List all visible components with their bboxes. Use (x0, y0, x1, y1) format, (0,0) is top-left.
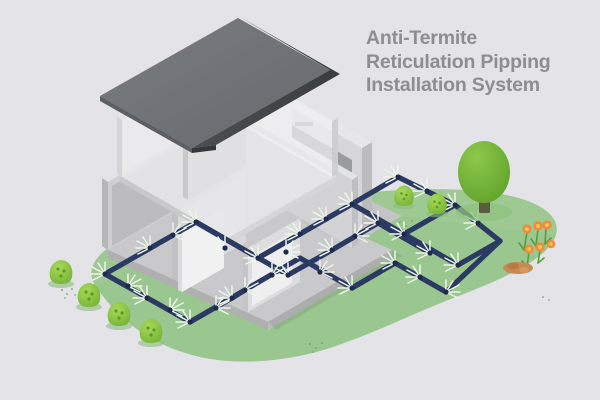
flower (524, 244, 534, 254)
bush (138, 319, 164, 347)
roof (100, 17, 340, 153)
sprinkler-emitters (90, 164, 481, 329)
flower (546, 239, 556, 249)
ground-speckles (60, 220, 550, 353)
bush-group-left (48, 260, 164, 347)
title-line-1: Anti-Termite (366, 27, 477, 49)
bush (48, 260, 74, 288)
roof-left-slope (100, 18, 330, 148)
roof-right-slope (192, 17, 340, 148)
title-line-3: Installation System (366, 74, 540, 96)
tree-canopy (458, 141, 510, 203)
bush (393, 185, 415, 210)
bush (106, 302, 132, 330)
bush (76, 283, 102, 311)
bush (426, 193, 448, 218)
bush-group-right (393, 185, 448, 218)
house-shadow (268, 250, 402, 330)
soil-patch (503, 262, 533, 274)
vegetation (48, 141, 556, 353)
diagram-title: Anti-Termite Reticulation Pipping Instal… (366, 27, 592, 98)
tree (456, 141, 512, 221)
title-line-2: Reticulation Pipping (366, 50, 551, 73)
flower (542, 220, 552, 230)
flower (522, 224, 532, 234)
flower (533, 221, 543, 231)
flower (535, 242, 545, 252)
